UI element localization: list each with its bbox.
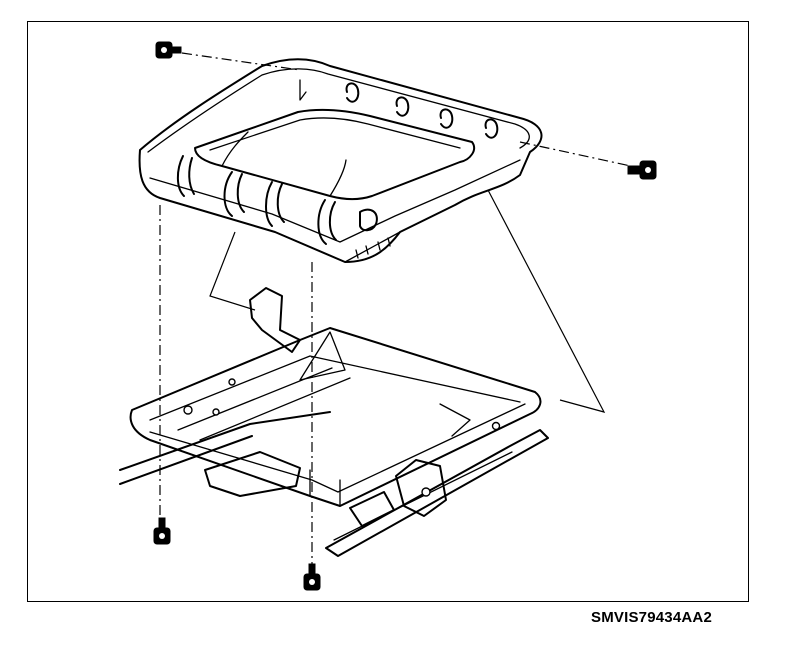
figure-code: SMVIS79434AA2 bbox=[591, 609, 712, 626]
bolt-icon bbox=[303, 563, 321, 591]
seat-adjuster-frame bbox=[119, 287, 549, 557]
figure-frame bbox=[27, 21, 749, 602]
bolt-icon bbox=[155, 41, 182, 59]
assembly-lines bbox=[159, 52, 641, 570]
bolt-icon bbox=[627, 160, 657, 180]
seat-cushion-frame bbox=[138, 58, 543, 263]
leader-lines bbox=[209, 189, 606, 413]
bolt-icon bbox=[153, 517, 171, 545]
